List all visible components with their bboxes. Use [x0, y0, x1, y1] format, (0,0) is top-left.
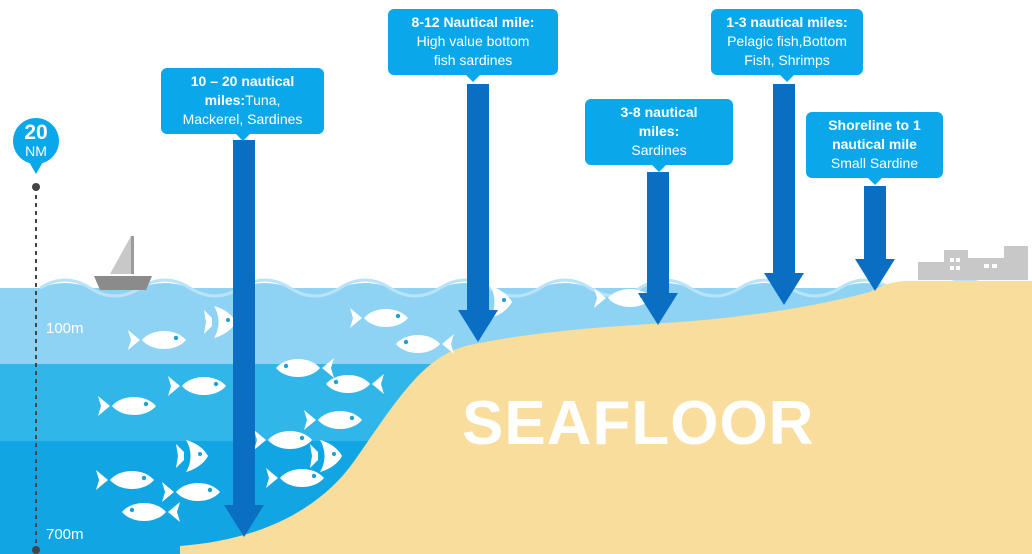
- zone-label-8-12nm: 8-12 Nautical mile: High value bottom fi…: [388, 9, 558, 82]
- zone-heading: 1-3 nautical miles:: [726, 14, 848, 30]
- zone-label-shoreline-1nm: Shoreline to 1 nautical mile Small Sardi…: [806, 112, 943, 185]
- seafloor-shape: [180, 281, 1032, 554]
- zone-detail: Pelagic fish,Bottom: [727, 33, 847, 49]
- distance-marker-value: 20: [24, 121, 48, 144]
- zone-label-10-20nm: 10 – 20 nautical miles:Tuna, Mackerel, S…: [161, 68, 324, 141]
- arrow-zone-1: [224, 140, 264, 537]
- zone-heading-cont: miles:: [638, 123, 680, 139]
- city-skyline: [918, 246, 1028, 280]
- zone-detail-cont: Fish, Shrimps: [744, 52, 830, 68]
- zone-detail: Tuna,: [245, 92, 281, 108]
- zone-heading: 8-12 Nautical mile:: [411, 14, 535, 30]
- zone-heading: Shoreline to 1: [828, 117, 921, 133]
- arrow-zone-4: [764, 84, 804, 305]
- zone-heading-cont: miles:: [204, 92, 246, 108]
- zone-heading-cont: nautical mile: [832, 136, 917, 152]
- arrow-zone-3: [638, 172, 678, 325]
- depth-label-deep: 700m: [46, 526, 84, 543]
- distance-scale: [32, 183, 40, 554]
- zone-heading: 10 – 20 nautical: [190, 73, 295, 89]
- distance-marker: 20 NM: [13, 118, 59, 174]
- zone-detail-cont: fish sardines: [433, 52, 513, 68]
- zone-detail: Sardines: [631, 142, 687, 158]
- depth-arrows: [224, 84, 895, 537]
- distance-marker-unit: NM: [25, 143, 47, 159]
- zone-heading: 3-8 nautical: [620, 104, 698, 120]
- zone-label-1-3nm: 1-3 nautical miles: Pelagic fish,Bottom …: [711, 9, 863, 82]
- zone-detail: High value bottom: [416, 33, 530, 49]
- zone-label-3-8nm: 3-8 nautical miles: Sardines: [585, 99, 733, 172]
- zone-detail: Small Sardine: [830, 155, 919, 171]
- sailboat-icon: [94, 236, 152, 290]
- seafloor-label: SEAFLOOR: [462, 389, 815, 458]
- arrow-zone-5: [855, 186, 895, 291]
- depth-label-shallow: 100m: [46, 320, 84, 337]
- zone-detail-cont: Mackerel, Sardines: [182, 111, 303, 127]
- arrow-zone-2: [458, 84, 498, 342]
